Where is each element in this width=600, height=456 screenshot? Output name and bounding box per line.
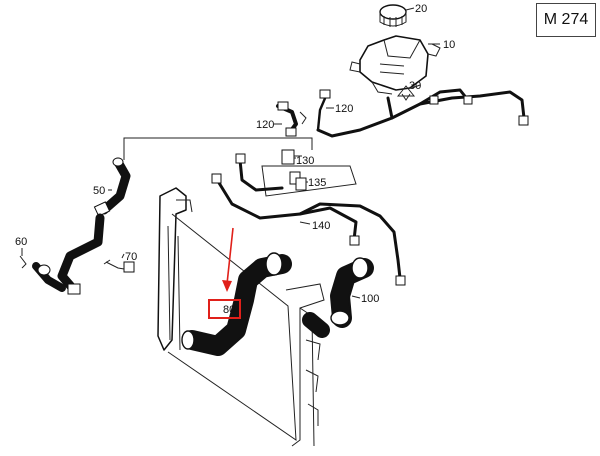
expansion-tank[interactable] — [349, 35, 441, 95]
engine-code-label: M 274 — [543, 11, 589, 28]
part-label-80: 80 — [223, 304, 235, 316]
leader-140 — [299, 221, 311, 225]
part-label-70: 70 — [125, 251, 137, 263]
part-label-20: 20 — [415, 3, 427, 15]
part-label-10: 10 — [443, 39, 455, 51]
part-label-60: 60 — [15, 236, 27, 248]
group-bracket-upper — [123, 137, 313, 160]
leader-100 — [351, 295, 361, 299]
hose-line-140[interactable] — [211, 153, 406, 286]
tank-cap[interactable] — [379, 4, 407, 27]
clip-70[interactable] — [103, 259, 135, 273]
part-label-100: 100 — [361, 293, 379, 305]
part-label-135: 135 — [308, 177, 326, 189]
part-label-120a: 120 — [335, 103, 353, 115]
leader-20 — [405, 7, 415, 11]
tank-clip[interactable] — [396, 85, 416, 101]
part-label-30: 30 — [409, 80, 421, 92]
hose-line-120-upper[interactable] — [316, 88, 529, 138]
leader-70 — [121, 253, 125, 259]
valve-135[interactable] — [289, 171, 307, 191]
hose-100[interactable] — [302, 257, 374, 338]
valve-130[interactable] — [281, 149, 302, 165]
leader-30 — [411, 84, 421, 89]
part-label-130: 130 — [296, 155, 314, 167]
part-label-50: 50 — [93, 185, 105, 197]
hose-80[interactable] — [181, 252, 292, 356]
part-label-140: 140 — [312, 220, 330, 232]
hose-120-left[interactable] — [276, 101, 307, 137]
group-bracket-valve — [261, 165, 357, 197]
highlight-arrow — [222, 227, 234, 292]
hose-50[interactable] — [93, 157, 131, 217]
highlight-box — [208, 299, 241, 319]
hose-60[interactable] — [19, 213, 105, 295]
engine-code-box: M 274 — [536, 3, 596, 37]
part-label-120b: 120 — [256, 119, 274, 131]
